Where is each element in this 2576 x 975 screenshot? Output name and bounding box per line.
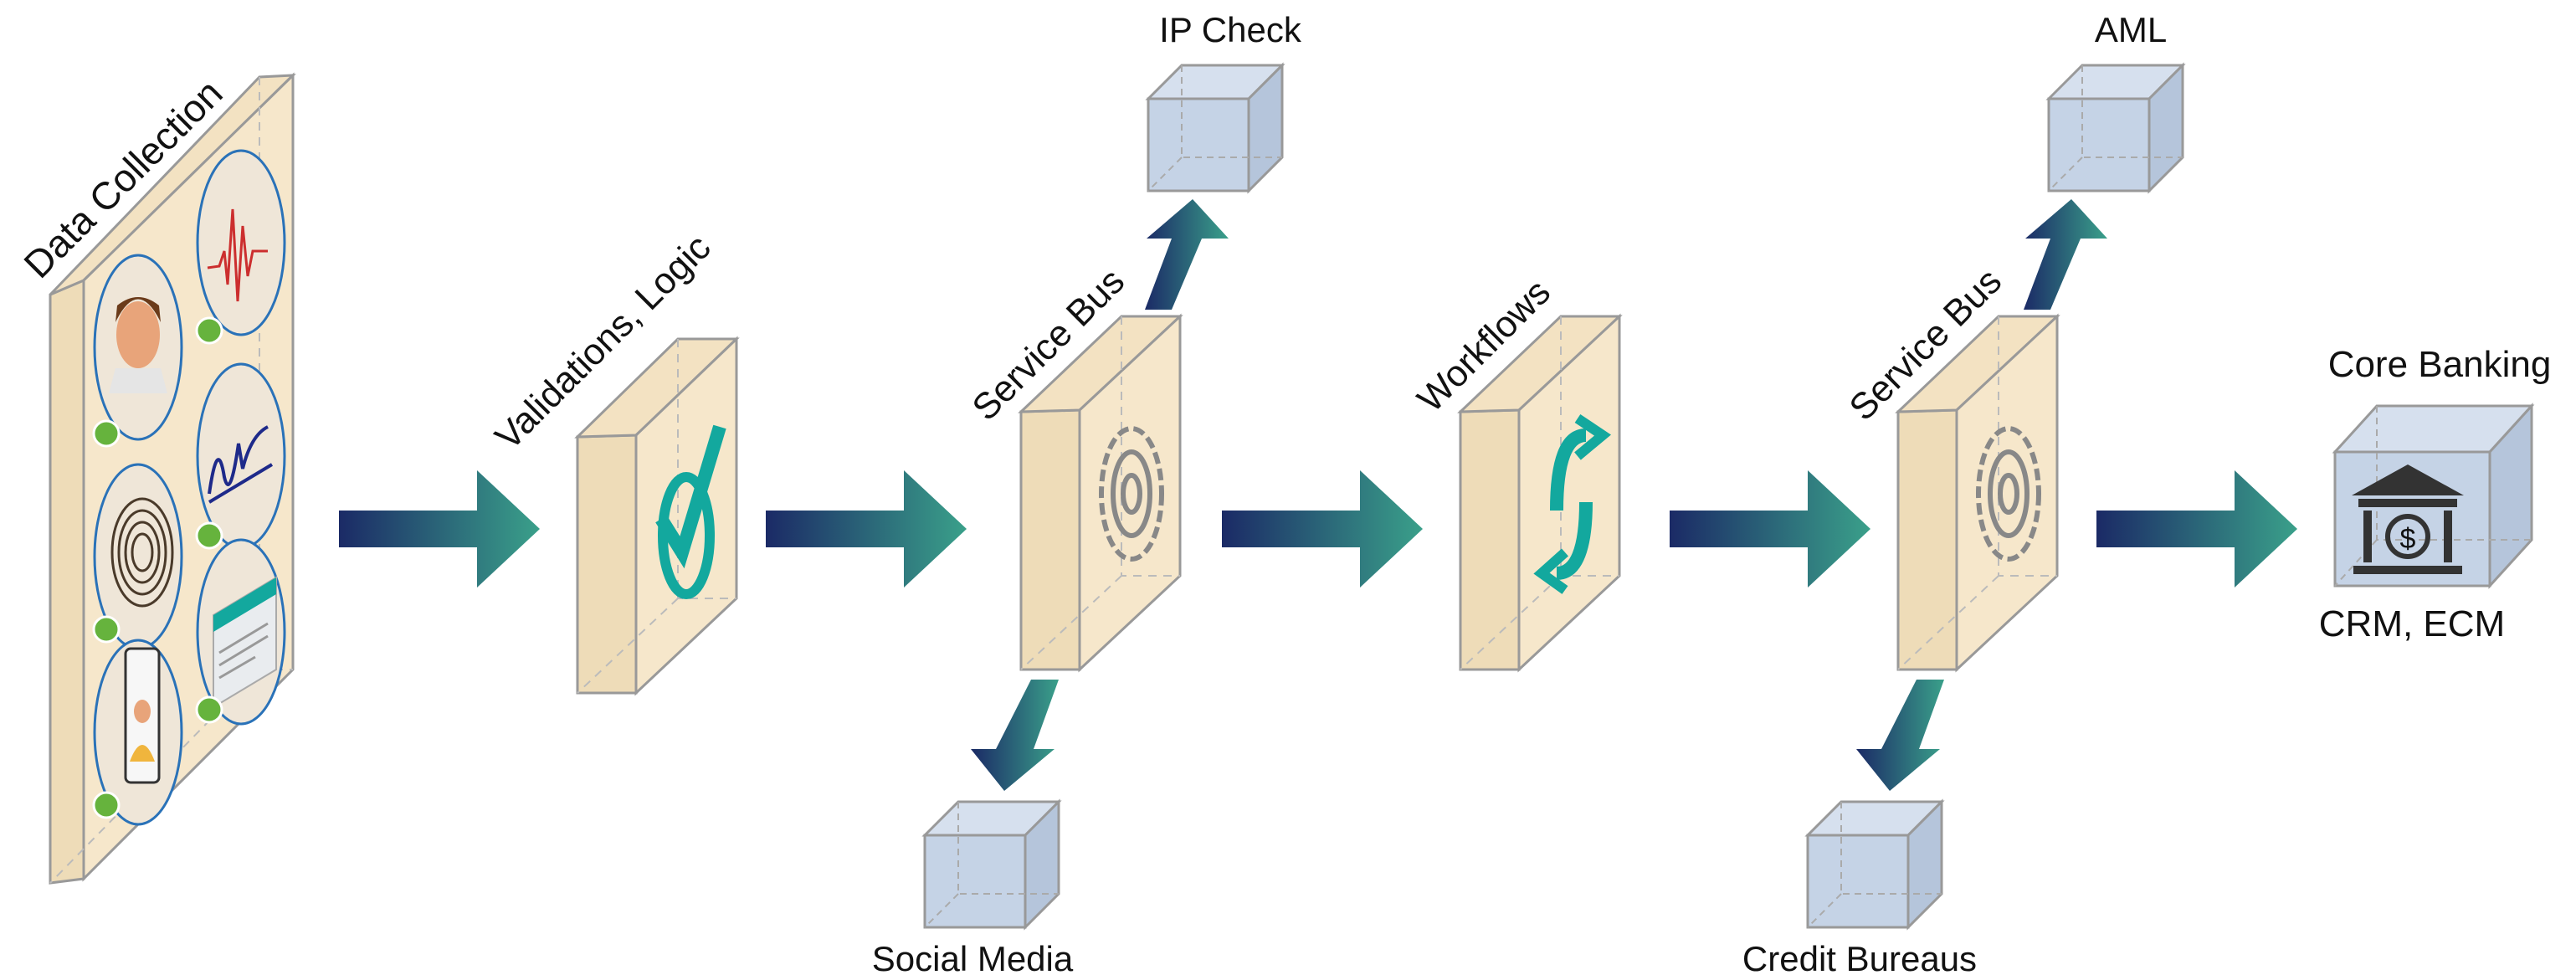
workflows-panel: Workflows [1409,272,1623,673]
selfie-phone-icon [93,639,183,826]
refresh-icon [1533,414,1612,594]
branch-arrow-social-media [971,680,1059,791]
flow-arrow-2 [766,470,967,588]
credit-bureaus-label: Credit Bureaus [1742,939,1977,975]
social-media-cube [923,800,1060,929]
face-photo-icon [93,254,183,441]
service-bus-2-panel: Service Bus [1841,260,2060,673]
data-collection-panel: Data Collection [15,71,296,885]
svg-text:$: $ [2400,523,2416,555]
flow-arrow-4 [1670,470,1870,588]
branch-arrow-ip-check [1145,199,1229,310]
social-media-label: Social Media [872,939,1074,975]
flow-arrow-3 [1222,470,1423,588]
ip-check-label: IP Check [1159,10,1302,49]
id-document-icon [196,538,286,726]
credit-bureaus-cube [1806,800,1943,929]
service-bus-1-panel: Service Bus [964,260,1183,673]
gear-icon [1976,426,2041,562]
aml-label: AML [2095,10,2167,49]
fingerprint-icon [93,463,183,650]
waveform-icon [196,149,286,336]
core-banking-cube: $ [2332,403,2535,589]
checkmark-icon [655,424,726,599]
flow-arrow-5 [2096,470,2297,588]
ip-check-cube [1147,64,1284,192]
crm-ecm-label: CRM, ECM [2319,603,2505,644]
gear-icon [1099,426,1164,562]
flow-arrow-1 [339,470,540,588]
branch-arrow-aml [2024,199,2107,310]
check-badges [92,316,223,819]
core-banking-label: Core Banking [2328,344,2552,385]
signature-icon [196,362,286,550]
aml-cube [2047,64,2184,192]
bank-icon: $ [2352,464,2464,574]
branch-arrow-credit-bureaus [1856,680,1944,791]
validations-panel: Validations, Logic [487,227,740,696]
